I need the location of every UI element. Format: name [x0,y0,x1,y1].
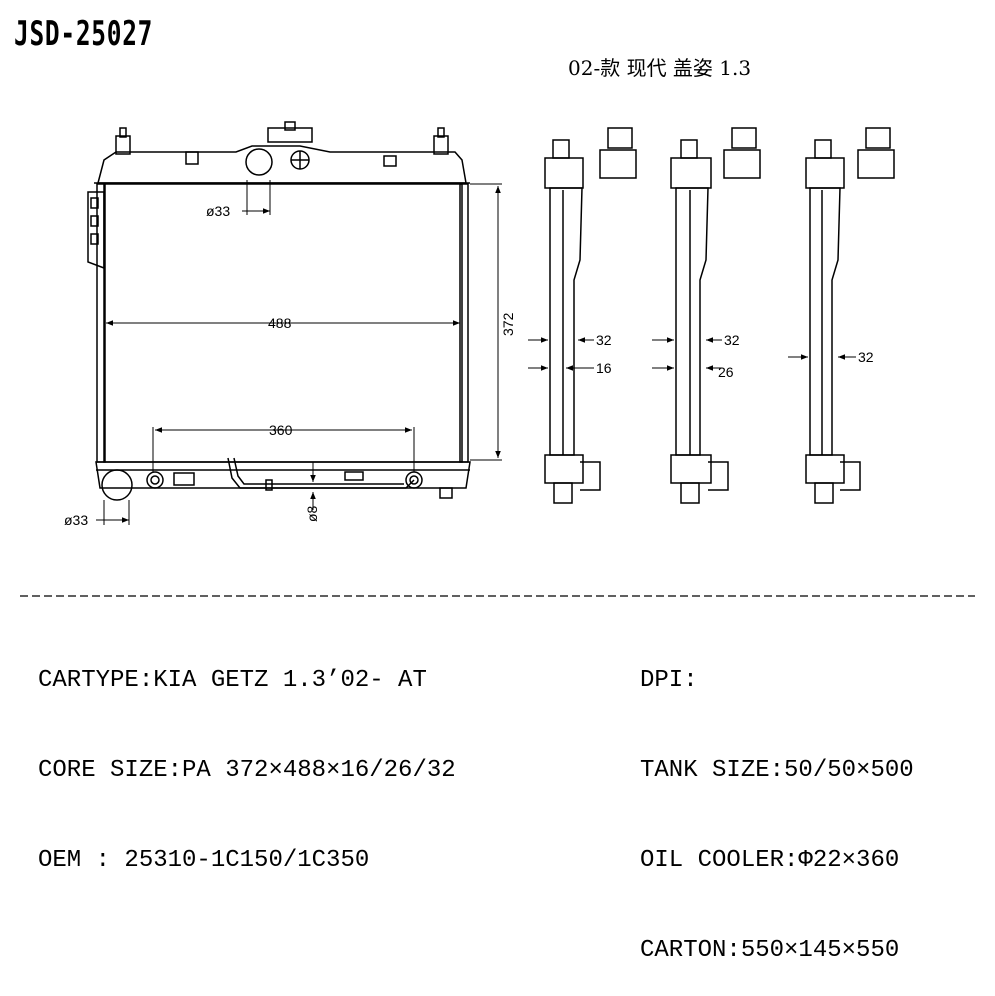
model-code: JSD-25027 [14,14,154,54]
radiator-technical-drawing: ø33 488 372 360 ø33 ø8 [20,121,975,597]
front-view [87,121,471,501]
side-bracket [87,191,105,270]
top-inlet-pipe [245,148,273,176]
specs-left: CARTYPE:KIA GETZ 1.3’02- AT CORE SIZE:PA… [38,606,456,906]
oil-cooler-pipe [227,457,415,489]
cooler-fitting-left [146,471,164,489]
side-view-1 [544,127,637,504]
dim-view1-core: 16 [596,360,612,376]
dim-view1-tank: 32 [596,332,612,348]
dim-cooler-length: 360 [269,422,293,438]
spec-tank-size: TANK SIZE:50/50×500 [640,757,914,784]
side-view-3 [805,127,895,504]
left-top-mount [115,135,131,155]
drain-plug [173,472,195,486]
dim-core-height: 372 [500,312,516,336]
spec-core-size: CORE SIZE:PA 372×488×16/26/32 [38,757,456,784]
dim-view2-tank: 32 [724,332,740,348]
specs-right: DPI: TANK SIZE:50/50×500 OIL COOLER:Φ22×… [640,606,914,996]
right-top-mount [433,135,449,155]
front-view-dimensions [96,180,502,525]
dim-core-width: 488 [268,315,292,331]
side-view-labels: 32 16 32 26 32 [596,332,874,380]
vehicle-subtitle: 02-款 现代 盖姿 1.3 [568,56,752,80]
dim-cap-top: ø33 [206,203,230,219]
dim-view3-tank: 32 [858,349,874,365]
dimension-labels: ø33 488 372 360 ø33 ø8 [64,203,516,528]
side-view-dimensions [528,337,856,371]
spec-oem: OEM : 25310-1C150/1C350 [38,847,370,874]
filler-neck [267,127,313,143]
dim-pipe-diameter: ø8 [304,505,320,522]
top-tank [97,145,467,184]
side-view-2 [670,127,761,504]
bottom-outlet-pipe [101,469,133,501]
spec-carton: CARTON:550×145×550 [640,937,900,964]
dim-view2-core: 26 [718,364,734,380]
spec-dpi: DPI: [640,667,698,694]
bottom-tank [95,461,471,489]
spec-oil-cooler: OIL COOLER:Φ22×360 [640,847,900,874]
dim-cap-bottom: ø33 [64,512,88,528]
spec-cartype: CARTYPE:KIA GETZ 1.3’02- AT [38,667,427,694]
